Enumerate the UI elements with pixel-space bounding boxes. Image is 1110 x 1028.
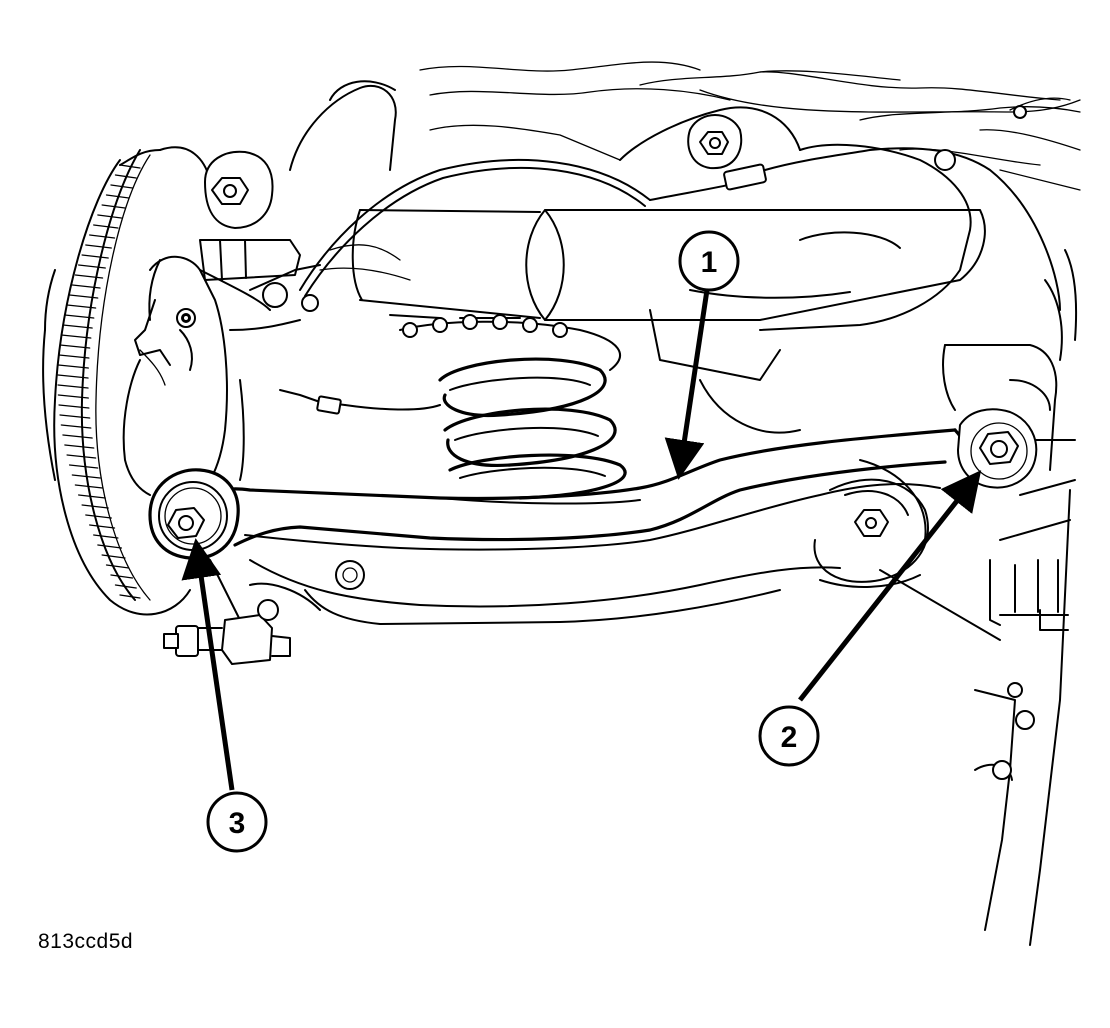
rotor-vent-tick	[119, 164, 141, 169]
rotor-vent-tick	[97, 214, 123, 219]
subframe-bracket	[819, 249, 1078, 946]
rotor-vent-tick	[68, 464, 99, 469]
rotor-vent-tick	[101, 204, 126, 209]
rotor-vent-tick	[59, 414, 91, 419]
rotor-vent-tick	[97, 544, 123, 549]
rotor-vent-tick	[62, 434, 93, 439]
callout-3-arrow	[181, 538, 235, 791]
left-bushing	[148, 468, 240, 560]
rotor-vent-tick	[68, 294, 99, 299]
rotor-vent-tick	[110, 574, 134, 579]
knuckle	[122, 255, 321, 665]
rotor-vent-tick	[89, 234, 116, 239]
callout-1-arrow	[664, 289, 710, 480]
rotor-vent-tick	[57, 374, 89, 379]
callout-2-label: 2	[781, 721, 798, 754]
rotor-vent-tick	[81, 504, 109, 509]
rotor-vent-tick	[81, 254, 109, 259]
rotor-vent-tick	[57, 394, 89, 399]
rotor-vent-tick	[57, 384, 89, 389]
rotor-vent-tick	[64, 444, 95, 449]
rotor-vent-tick	[77, 264, 106, 269]
callout-1-label: 1	[701, 246, 718, 279]
chassis-background	[289, 61, 1081, 331]
rotor-vent-tick	[74, 484, 104, 489]
rotor-vent-tick	[60, 424, 92, 429]
rotor-vent-tick	[58, 354, 90, 359]
rotor-vent-tick	[66, 454, 97, 459]
brake-rotor	[42, 146, 211, 616]
rotor-vent-tick	[59, 344, 91, 349]
rotor-vent-tick	[105, 564, 130, 569]
abs-sensor-wiring	[139, 147, 1061, 415]
rotor-vent-tick	[85, 514, 112, 519]
rotor-vent-tick	[93, 534, 119, 539]
upper-link	[351, 114, 986, 321]
rotor-vent-tick	[93, 224, 119, 229]
figure-id: 813ccd5d	[38, 930, 134, 953]
callout-3: 3	[206, 791, 268, 853]
rotor-vent-tick	[58, 404, 90, 409]
rotor-vent-tick	[110, 184, 134, 189]
rotor-vent-tick	[66, 304, 97, 309]
rotor-vent-tick	[57, 364, 89, 369]
rotor-vent-tick	[60, 334, 92, 339]
coil-spring	[389, 309, 801, 500]
rotor-vent-tick	[64, 314, 95, 319]
rotor-vent-tick	[101, 554, 126, 559]
callout-1: 1	[678, 230, 740, 292]
callout-2: 2	[758, 705, 820, 767]
upper-mount-bolt	[204, 150, 274, 229]
leader-arrows	[181, 289, 982, 791]
rotor-vent-tick	[105, 194, 130, 199]
rotor-vent-tick	[114, 174, 137, 179]
rotor-vent-tick	[71, 474, 101, 479]
rotor-vent-tick	[62, 324, 93, 329]
rotor-vent-tick	[71, 284, 101, 289]
lateral-link	[213, 428, 968, 547]
rotor-vent-tick	[114, 584, 137, 589]
rotor-vent-tick	[77, 494, 106, 499]
callout-2-arrow	[798, 470, 982, 702]
rotor-vent-tick	[119, 594, 141, 599]
lower-control-arm	[244, 478, 941, 625]
callout-3-label: 3	[229, 807, 246, 840]
rotor-vent-tick	[74, 274, 104, 279]
rotor-vent-tick	[85, 244, 112, 249]
rotor-vent-tick	[89, 524, 116, 529]
right-bushing	[957, 408, 1038, 489]
